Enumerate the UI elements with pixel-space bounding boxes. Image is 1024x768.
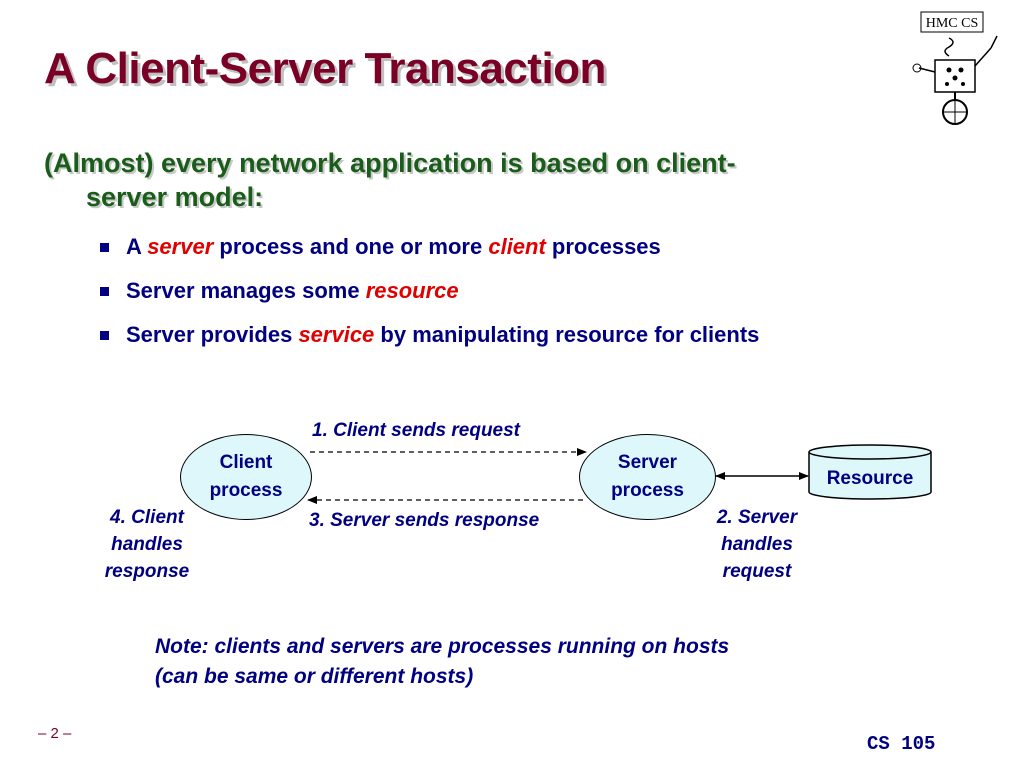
bullet-square-icon <box>100 331 109 340</box>
step3-label: 3. Server sends response <box>309 510 540 531</box>
hmc-cs-logo: HMC CS <box>905 8 1005 126</box>
main-point-line2: server model: <box>86 182 264 212</box>
bullet-square-icon <box>100 287 109 296</box>
bullet-item: Server provides service by manipulating … <box>100 318 759 362</box>
client-process-node: Client process <box>180 434 312 520</box>
server-process-node: Server process <box>579 434 716 520</box>
step1-label: 1. Client sends request <box>312 420 521 441</box>
slide-title: A Client-Server Transaction <box>44 44 606 93</box>
bullet-square-icon <box>100 243 109 252</box>
step4-label: 4. Client handles response <box>104 507 190 582</box>
bullet-list: A server process and one or more client … <box>100 230 759 362</box>
bullet-item: A server process and one or more client … <box>100 230 759 274</box>
database-cylinder-icon <box>808 444 932 500</box>
main-point-line1: (Almost) every network application is ba… <box>44 148 736 178</box>
page-number: – 2 – <box>38 725 72 742</box>
note: Note: clients and servers are processes … <box>155 635 730 688</box>
bullet-item: Server manages some resource <box>100 274 759 318</box>
step2-label: 2. Server handles request <box>716 507 798 582</box>
resource-node: Resource <box>808 444 932 500</box>
course-label: CS 105 <box>867 733 936 755</box>
svg-text:HMC CS: HMC CS <box>926 16 979 31</box>
main-point: (Almost) every network application is ba… <box>44 146 944 214</box>
